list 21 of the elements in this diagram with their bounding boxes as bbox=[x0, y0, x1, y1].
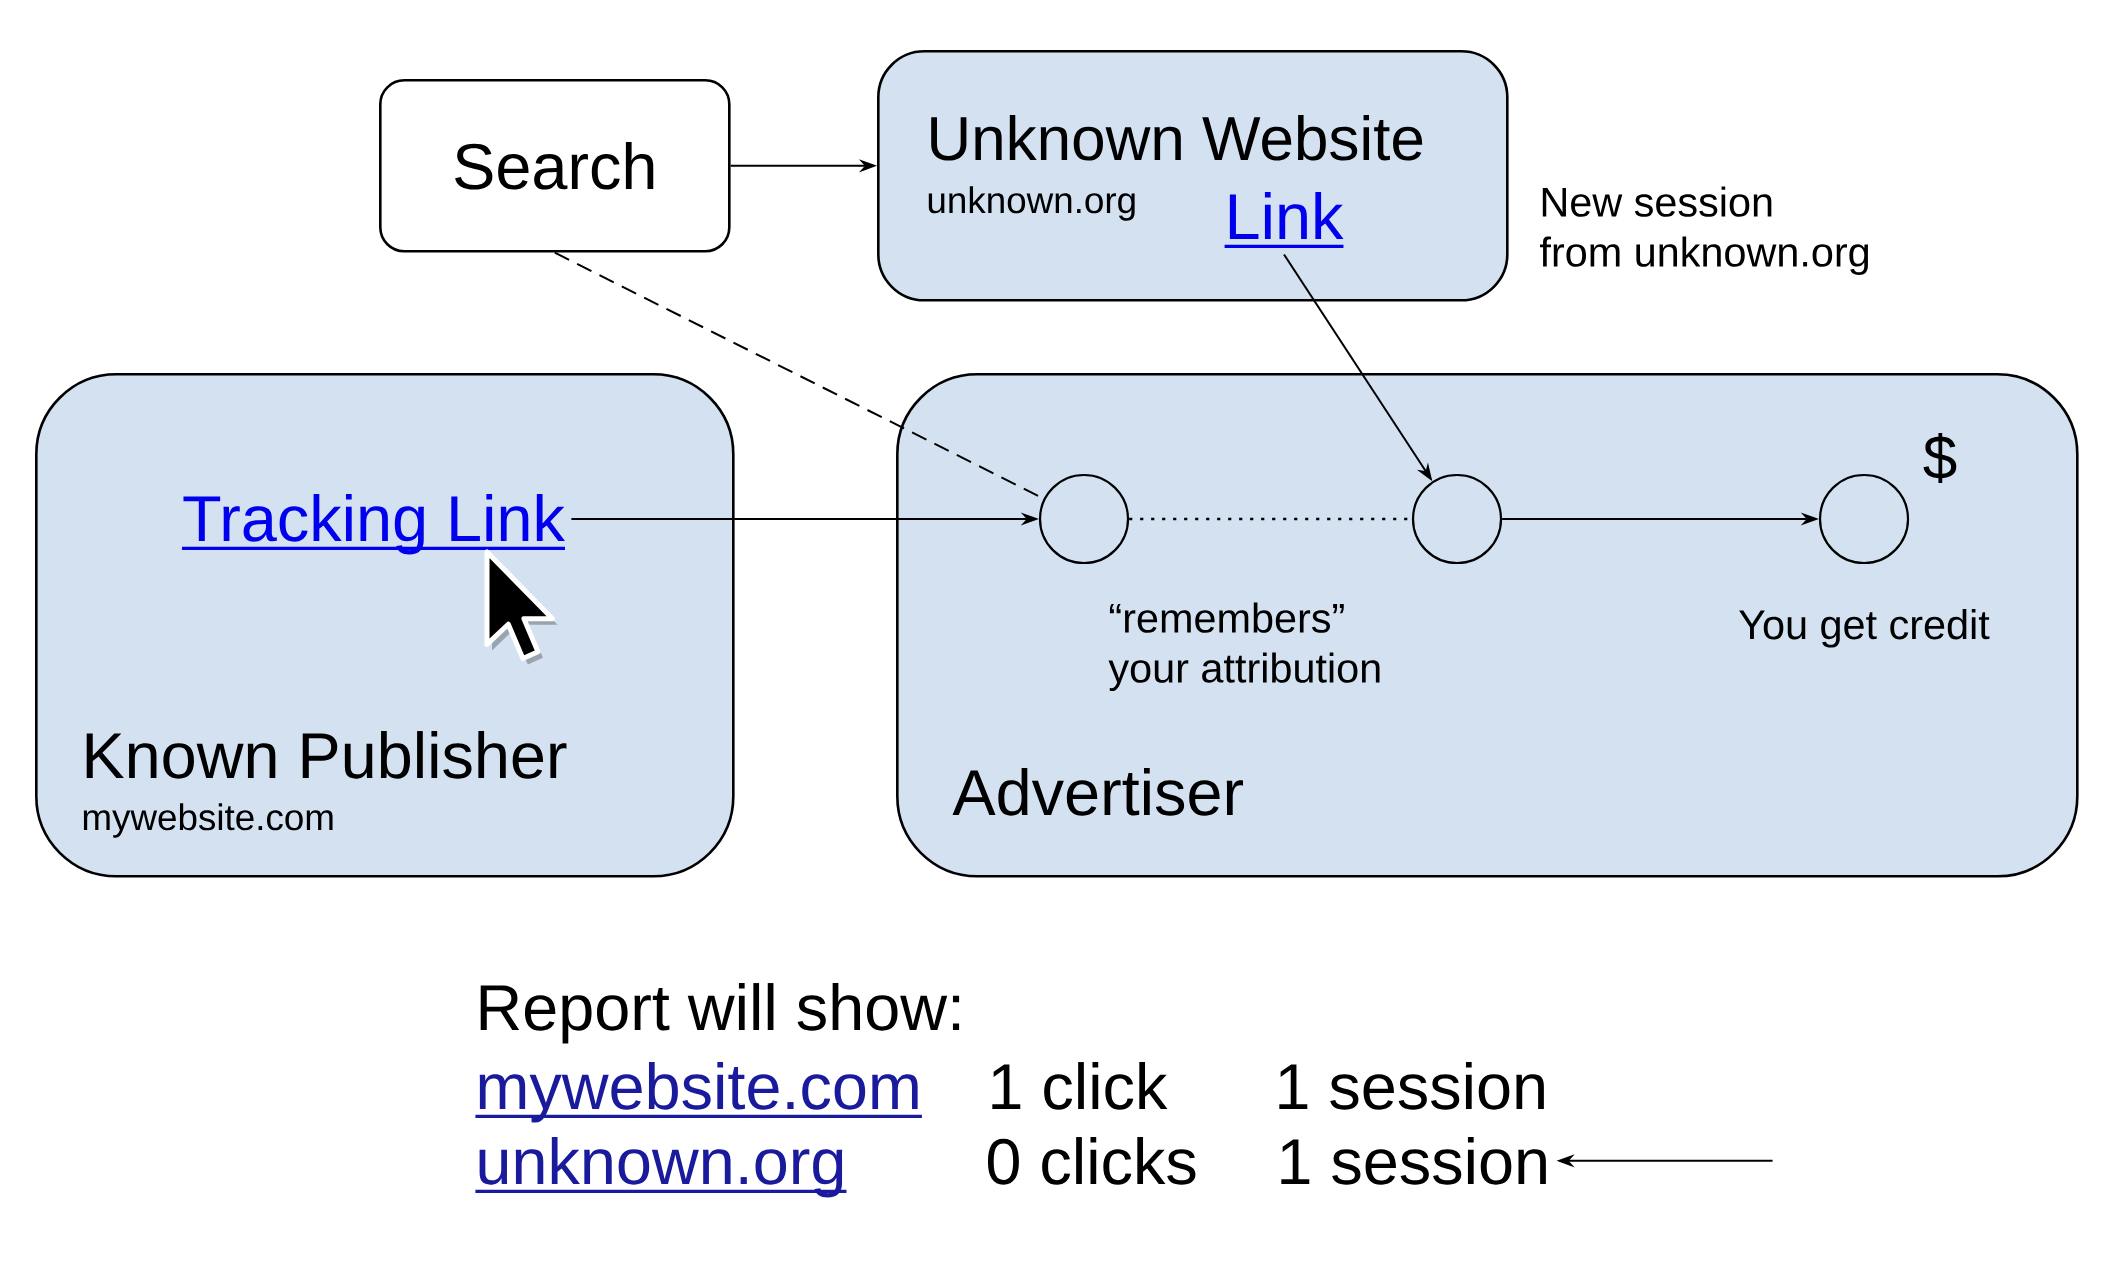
note-text: “remembers” your attribution bbox=[1108, 602, 1380, 691]
note-text: New session from unknown.org bbox=[1540, 186, 1869, 275]
box-title: Advertiser bbox=[952, 768, 1243, 816]
step-circle bbox=[1411, 473, 1503, 565]
search-box: Search bbox=[379, 79, 731, 253]
click-count: 1 click bbox=[992, 1062, 1168, 1110]
caption-text: You get credit bbox=[1739, 609, 1990, 648]
domain-text: mywebsite.com bbox=[83, 803, 333, 838]
domain-text: unknown.org bbox=[928, 186, 1135, 221]
session-count: 1 session bbox=[1279, 1062, 1544, 1110]
report-heading: Report will show: bbox=[480, 983, 960, 1044]
click-count: 0 clicks bbox=[987, 1137, 1196, 1185]
link: unknown.org bbox=[475, 1137, 847, 1198]
link: mywebsite.com bbox=[475, 1062, 922, 1123]
link: Link bbox=[1224, 192, 1344, 249]
link: Tracking Link bbox=[182, 494, 565, 555]
box-title: Unknown Website bbox=[931, 115, 1423, 161]
session-count: 1 session bbox=[1281, 1137, 1546, 1185]
dollar-sign: $ bbox=[1923, 432, 1957, 484]
box-title: Known Publisher bbox=[86, 731, 567, 779]
step-circle bbox=[1038, 473, 1130, 565]
